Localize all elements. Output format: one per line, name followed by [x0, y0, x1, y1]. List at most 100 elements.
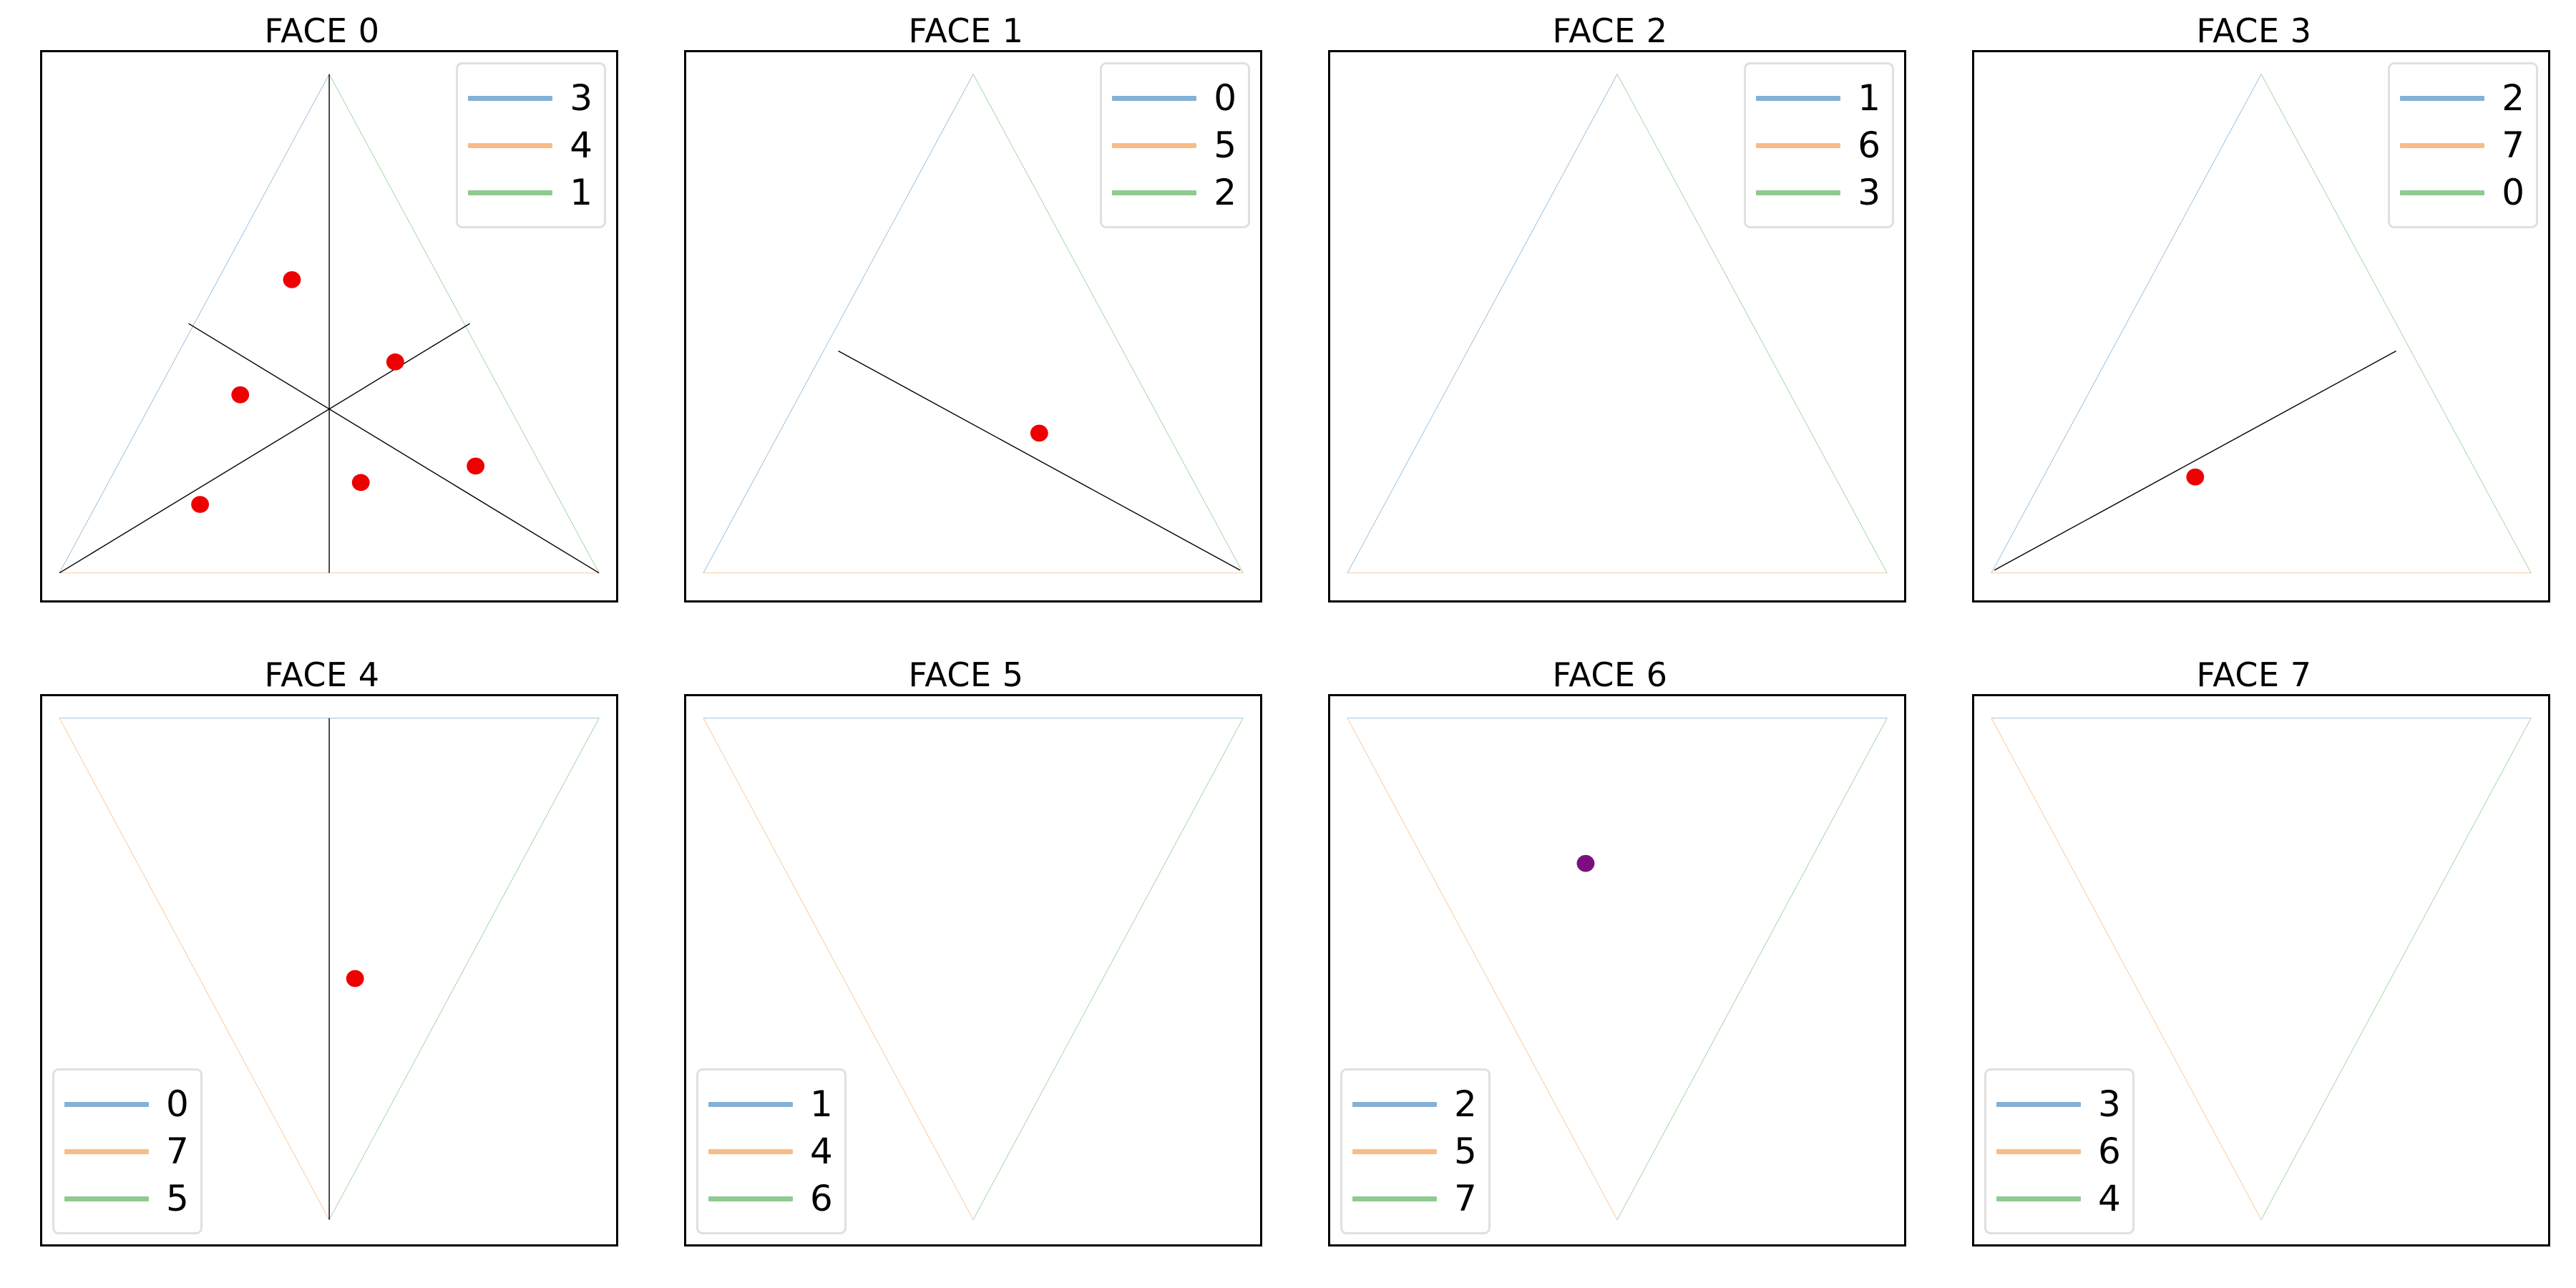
- triangle-plot: [686, 696, 1260, 1244]
- plot-axes: 1 6 3: [1327, 50, 1906, 602]
- triangle-edge-green: [329, 718, 599, 1220]
- triangle-plot: [42, 696, 616, 1244]
- triangle-edge-orange: [703, 718, 973, 1220]
- panel-title: FACE 3: [2196, 11, 2312, 50]
- legend-label: 1: [1858, 77, 1880, 119]
- legend-row: 6: [708, 1175, 833, 1222]
- panel-title: FACE 7: [2196, 655, 2312, 694]
- legend-row: 6: [1756, 122, 1880, 169]
- legend-color-swatch: [1756, 95, 1840, 101]
- legend-row: 4: [1996, 1175, 2121, 1222]
- legend-color-swatch: [468, 95, 552, 101]
- legend-label: 0: [2502, 172, 2524, 213]
- legend-row: 7: [1352, 1175, 1477, 1222]
- legend-label: 7: [2502, 125, 2524, 166]
- legend-color-swatch: [1996, 1196, 2081, 1201]
- panel-title: FACE 2: [1552, 11, 1668, 50]
- data-point-red: [283, 271, 301, 288]
- legend-label: 5: [1214, 125, 1236, 166]
- legend-row: 5: [64, 1175, 189, 1222]
- legend-row: 1: [708, 1080, 833, 1128]
- panel-title: FACE 6: [1552, 655, 1668, 694]
- legend-color-swatch: [2400, 142, 2484, 148]
- triangle-edge-green: [1617, 718, 1887, 1220]
- triangle-edge-green: [973, 74, 1243, 573]
- legend-color-swatch: [708, 1148, 793, 1154]
- triangle-edge-orange: [1991, 718, 2261, 1220]
- legend-label: 4: [570, 125, 592, 166]
- cut-line: [838, 351, 1240, 570]
- triangle-plot: [1330, 696, 1904, 1244]
- legend-row: 7: [64, 1128, 189, 1175]
- panel-title: FACE 0: [264, 11, 380, 50]
- legend-label: 5: [165, 1178, 189, 1219]
- legend-row: 3: [1996, 1080, 2121, 1128]
- triangle-plot: [1974, 696, 2548, 1244]
- legend-color-swatch: [1112, 95, 1196, 101]
- legend-row: 5: [1112, 122, 1236, 169]
- panel-title: FACE 1: [908, 11, 1024, 50]
- legend-color-swatch: [64, 1101, 149, 1107]
- triangle-edge-blue: [1347, 74, 1617, 573]
- panel-title: FACE 4: [264, 655, 380, 694]
- subplot-panel: FACE 2 1 6 3: [1288, 0, 1932, 644]
- legend-label: 2: [1453, 1083, 1477, 1125]
- legend-color-swatch: [708, 1101, 793, 1107]
- legend-label: 6: [1858, 125, 1880, 166]
- legend-label: 1: [809, 1083, 833, 1125]
- legend-row: 2: [2400, 74, 2524, 122]
- triangle-edge-green: [1617, 74, 1887, 573]
- legend-label: 3: [1858, 172, 1880, 213]
- cut-line: [59, 323, 470, 573]
- triangle-edge-green: [2261, 74, 2531, 573]
- triangle-plot: [1974, 52, 2548, 600]
- data-point-red: [1030, 424, 1048, 442]
- legend-color-swatch: [1996, 1148, 2081, 1154]
- legend-row: 4: [468, 122, 592, 169]
- cut-line: [188, 323, 599, 573]
- legend-row: 7: [2400, 122, 2524, 169]
- data-point-red: [346, 970, 364, 987]
- legend-color-swatch: [2400, 95, 2484, 101]
- data-point-red: [190, 496, 209, 513]
- triangle-edge-orange: [59, 718, 329, 1220]
- legend-color-swatch: [1352, 1101, 1437, 1107]
- data-point-red: [467, 457, 484, 475]
- legend-color-swatch: [1352, 1196, 1437, 1201]
- legend-row: 6: [1996, 1128, 2121, 1175]
- legend-color-swatch: [64, 1196, 149, 1201]
- legend-label: 5: [1453, 1131, 1477, 1172]
- triangle-edge-orange: [1347, 718, 1617, 1220]
- panel-title: FACE 5: [908, 655, 1024, 694]
- triangle-edge-green: [973, 718, 1243, 1220]
- triangle-plot: [686, 52, 1260, 600]
- legend-row: 0: [64, 1080, 189, 1128]
- cut-line: [1994, 351, 2396, 570]
- legend-color-swatch: [64, 1148, 149, 1154]
- legend-label: 3: [570, 77, 592, 119]
- legend-row: 3: [1756, 169, 1880, 216]
- triangle-edge-blue: [703, 74, 973, 573]
- data-point-red: [386, 353, 404, 371]
- legend-label: 0: [165, 1083, 189, 1125]
- legend-row: 1: [1756, 74, 1880, 122]
- legend[interactable]: 1 6 3: [1744, 62, 1894, 228]
